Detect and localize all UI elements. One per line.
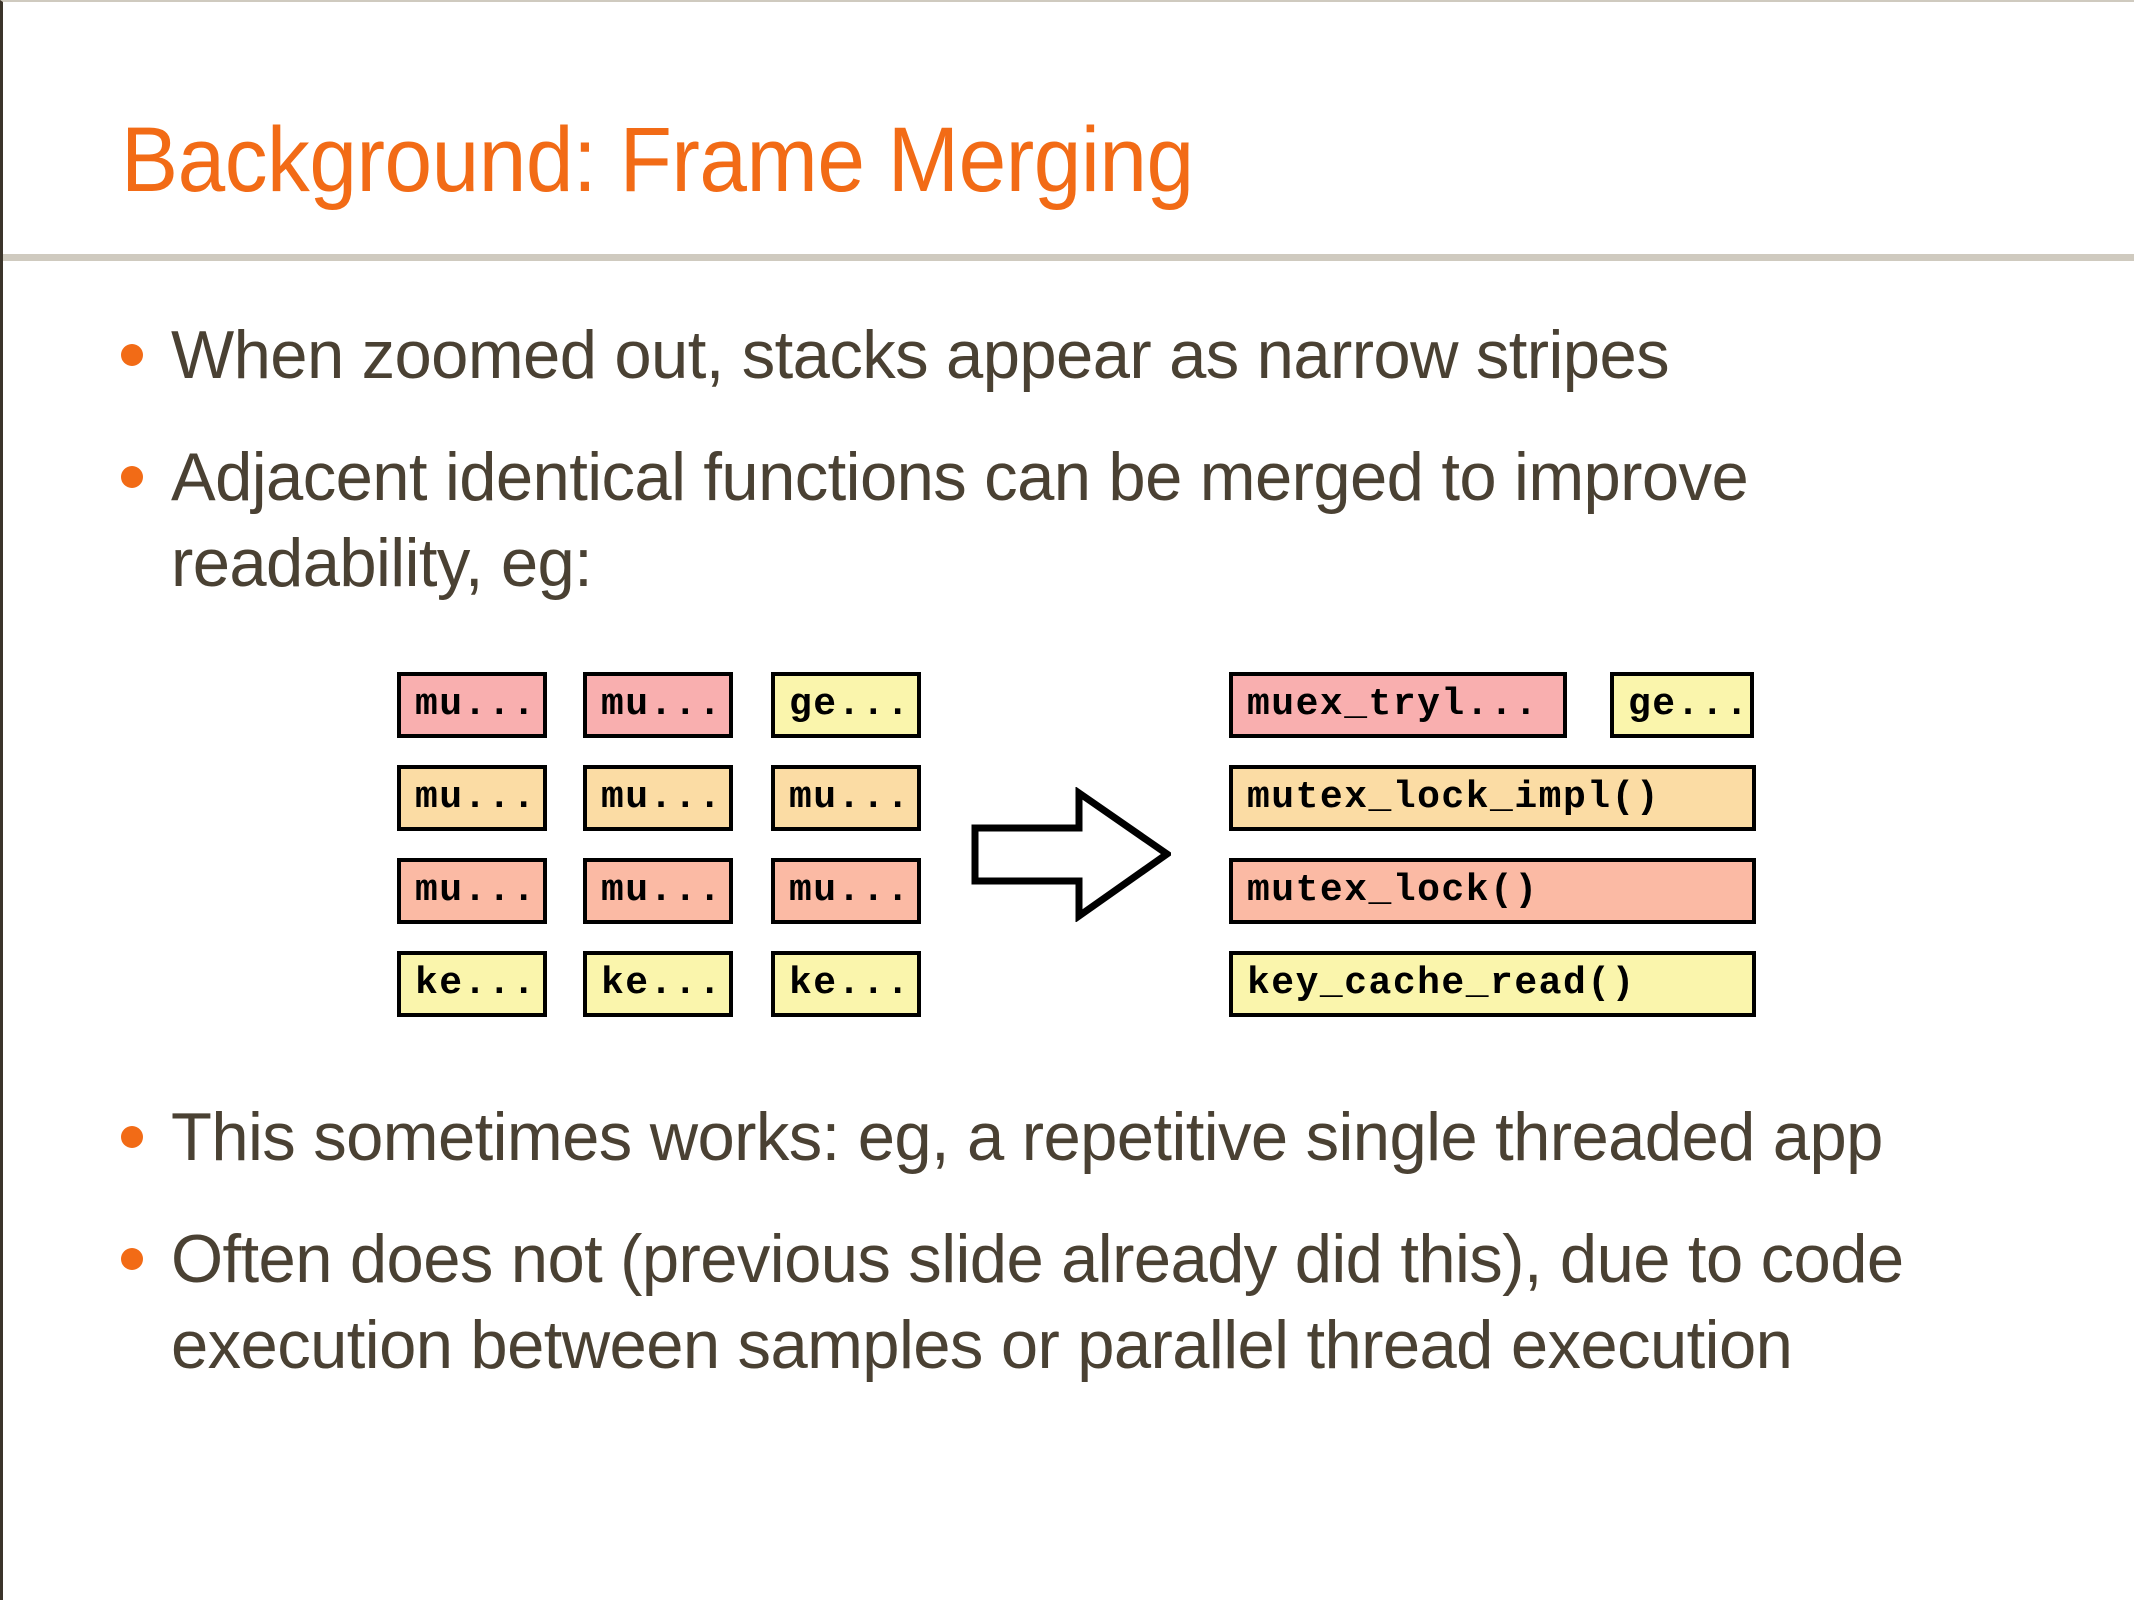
frame-merging-diagram: mu... mu... ge... mu... mu... mu... mu..…: [3, 2, 2134, 1602]
bullet-text-4: Often does not (previous slide already d…: [171, 1221, 1904, 1383]
bullet-text-2: Adjacent identical functions can be merg…: [171, 439, 1749, 601]
bullet-text-1: When zoomed out, stacks appear as narrow…: [171, 317, 1670, 393]
bullet-dot-icon: [121, 1126, 143, 1148]
stack-frame-box[interactable]: mu...: [583, 765, 733, 831]
stack-frame-box[interactable]: mu...: [771, 765, 921, 831]
merged-frame-box[interactable]: mutex_lock(): [1229, 858, 1756, 924]
title-divider: [3, 254, 2134, 261]
stack-frame-box[interactable]: mu...: [583, 672, 733, 738]
stack-frame-box[interactable]: mu...: [583, 858, 733, 924]
stack-frame-box[interactable]: ge...: [771, 672, 921, 738]
stack-frame-box[interactable]: ke...: [397, 951, 547, 1017]
bullet-text-3: This sometimes works: eg, a repetitive s…: [171, 1099, 1883, 1175]
bullet-dot-icon: [121, 466, 143, 488]
stack-frame-box[interactable]: mu...: [397, 765, 547, 831]
bullet-dot-icon: [121, 344, 143, 366]
merged-frame-box[interactable]: ge...: [1610, 672, 1754, 738]
stack-frame-box[interactable]: ke...: [771, 951, 921, 1017]
merged-frame-box[interactable]: mutex_lock_impl(): [1229, 765, 1756, 831]
title-block: Background: Frame Merging: [121, 110, 2021, 230]
bullet-item-4: Often does not (previous slide already d…: [121, 1216, 2081, 1388]
merged-frame-box[interactable]: muex_tryl...: [1229, 672, 1567, 738]
bullet-item-1: When zoomed out, stacks appear as narrow…: [121, 312, 2061, 398]
merged-frame-box[interactable]: key_cache_read(): [1229, 951, 1756, 1017]
bullet-item-3: This sometimes works: eg, a repetitive s…: [121, 1094, 2081, 1180]
stack-frame-box[interactable]: mu...: [397, 672, 547, 738]
page-title: Background: Frame Merging: [121, 109, 1194, 211]
bullet-dot-icon: [121, 1248, 143, 1270]
merge-arrow-icon: [971, 787, 1171, 922]
stack-frame-box[interactable]: ke...: [583, 951, 733, 1017]
bullet-item-2: Adjacent identical functions can be merg…: [121, 434, 1881, 606]
stack-frame-box[interactable]: mu...: [771, 858, 921, 924]
stack-frame-box[interactable]: mu...: [397, 858, 547, 924]
